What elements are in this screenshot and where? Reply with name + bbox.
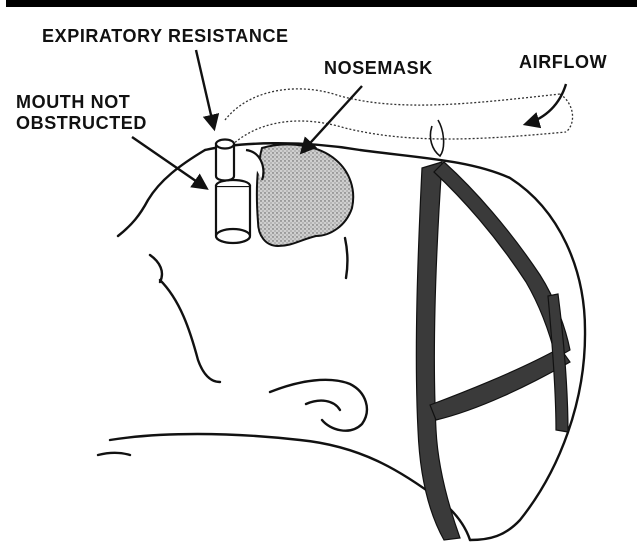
arrow-nosemask bbox=[302, 86, 362, 152]
arrow-expiratory bbox=[196, 50, 214, 128]
label-nosemask: NOSEMASK bbox=[324, 58, 433, 79]
label-expiratory-resistance: EXPIRATORY RESISTANCE bbox=[42, 26, 289, 47]
arrow-airflow bbox=[526, 84, 566, 124]
arrow-mouth bbox=[132, 137, 206, 188]
label-mouth-line2: OBSTRUCTED bbox=[16, 113, 147, 134]
label-airflow: AIRFLOW bbox=[519, 52, 607, 73]
label-mouth-not-obstructed: MOUTH NOT OBSTRUCTED bbox=[16, 92, 147, 134]
air-tube bbox=[225, 89, 573, 145]
label-mouth-line1: MOUTH NOT bbox=[16, 92, 147, 113]
nosemask-shape bbox=[257, 144, 353, 246]
strap-loop bbox=[430, 120, 443, 156]
head-straps bbox=[416, 162, 570, 540]
